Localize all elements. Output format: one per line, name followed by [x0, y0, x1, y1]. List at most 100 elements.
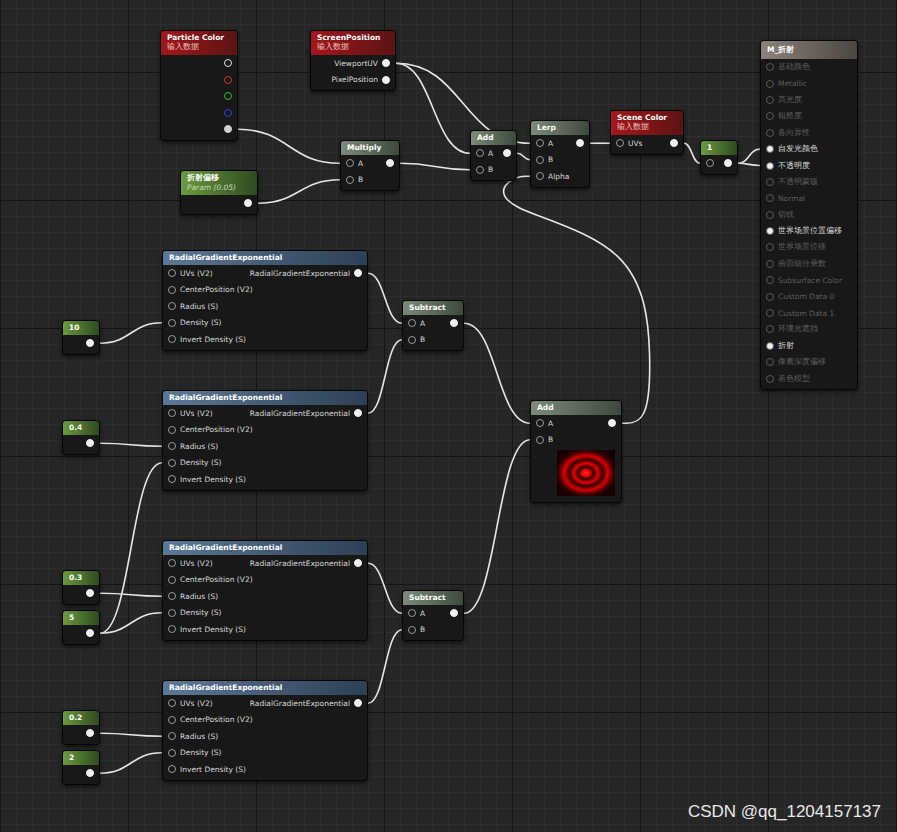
- pin-cell: CenterPosition (V2): [168, 425, 253, 434]
- pin-row: Metallic: [761, 75, 857, 91]
- pin: [706, 159, 714, 167]
- node-header: ScreenPosition输入数据: [311, 31, 395, 55]
- pin-row: B: [531, 432, 621, 449]
- pin-label: Density (S): [180, 318, 222, 327]
- pin-label: B: [420, 625, 425, 634]
- pin: [766, 112, 774, 120]
- pin: [224, 125, 232, 133]
- pin-cell: ViewportUV: [334, 59, 390, 68]
- pin-cell: 像素深度偏移: [766, 357, 826, 367]
- pin-label: RadialGradientExponential: [250, 559, 350, 568]
- wire: [368, 273, 402, 323]
- node-header: Multiply: [341, 141, 399, 155]
- pin-row: B: [471, 162, 516, 179]
- pin-cell: UVs (V2): [168, 409, 213, 418]
- node-header: 1: [701, 141, 737, 155]
- pin-cell: A: [476, 149, 493, 158]
- pin: [766, 194, 774, 202]
- input-node: Particle Color输入数据: [160, 30, 238, 141]
- pin-cell: 折射: [766, 341, 794, 351]
- pin-label: Density (S): [180, 458, 222, 467]
- pin: [766, 178, 774, 186]
- wire: [517, 153, 530, 160]
- pin-cell: 曲面细分乘数: [766, 259, 826, 269]
- pin-cell: [503, 149, 511, 157]
- wire: [738, 149, 760, 163]
- pin: [724, 159, 732, 167]
- constant-node: 10: [62, 320, 100, 355]
- pin: [244, 199, 252, 207]
- pin-row: Density (S): [163, 605, 367, 622]
- pin-row: Invert Density (S): [163, 471, 367, 488]
- pin-label: UVs: [628, 139, 643, 148]
- pin-row: 折射: [761, 338, 857, 354]
- node-header: Lerp: [531, 121, 589, 135]
- node-title: 0.3: [69, 573, 93, 582]
- pin: [224, 109, 232, 117]
- pin: [168, 286, 176, 294]
- pin: [536, 156, 544, 164]
- pin-label: Density (S): [180, 608, 222, 617]
- pin: [450, 319, 458, 327]
- node-title: Multiply: [347, 143, 393, 152]
- wire: [464, 323, 530, 423]
- pin-row: 像素深度偏移: [761, 354, 857, 370]
- pin-cell: Metallic: [766, 79, 807, 88]
- pin-cell: 高光度: [766, 95, 802, 105]
- pin-row: Invert Density (S): [163, 621, 367, 638]
- pin-label: CenterPosition (V2): [180, 425, 253, 434]
- node-title: Lerp: [537, 123, 583, 132]
- pin: [168, 699, 176, 707]
- pin-row: 切线: [761, 207, 857, 223]
- pin-cell: A: [408, 319, 425, 328]
- pin: [766, 129, 774, 137]
- pin-row: ViewportUV: [311, 55, 395, 72]
- pin: [224, 92, 232, 100]
- wire: [738, 163, 760, 165]
- function-node: RadialGradientExponentialUVs (V2)RadialG…: [162, 390, 368, 491]
- pin-label: CenterPosition (V2): [180, 285, 253, 294]
- pin-cell: B: [536, 435, 553, 444]
- pin: [766, 342, 774, 350]
- pin-cell: UVs (V2): [168, 269, 213, 278]
- pin-cell: 粗糙度: [766, 111, 802, 121]
- constant-node: 2: [62, 750, 100, 785]
- pin-label: 高光度: [778, 95, 802, 105]
- pin-row: CenterPosition (V2): [163, 282, 367, 299]
- pin-cell: Radius (S): [168, 442, 218, 451]
- pin: [408, 626, 416, 634]
- pin: [86, 769, 94, 777]
- pin-row: A: [341, 155, 399, 172]
- pin: [354, 409, 362, 417]
- pin-label: 不透明蒙版: [778, 177, 818, 187]
- pin-label: 环境光遮挡: [778, 324, 818, 334]
- wire: [100, 443, 162, 446]
- pin-label: 世界场景位移: [778, 242, 826, 252]
- pin: [168, 459, 176, 467]
- node-title: Scene Color: [617, 113, 677, 122]
- pin-row: 着色模型: [761, 370, 857, 386]
- pin-cell: Radius (S): [168, 732, 218, 741]
- pin: [766, 293, 774, 301]
- pin-cell: Density (S): [168, 458, 222, 467]
- pin-cell: RadialGradientExponential: [250, 699, 362, 708]
- pin: [382, 76, 390, 84]
- pin-cell: UVs: [616, 139, 643, 148]
- pin-cell: [224, 109, 232, 117]
- constant-node: 0.3: [62, 570, 100, 605]
- pin-cell: A: [536, 419, 553, 428]
- pin-label: Custom Data 0: [778, 292, 834, 301]
- pin: [536, 172, 544, 180]
- pin-row: 曲面细分乘数: [761, 256, 857, 272]
- pin-row: Normal: [761, 190, 857, 206]
- pin-row: Density (S): [163, 315, 367, 332]
- pin: [408, 319, 416, 327]
- pin-label: B: [488, 165, 493, 174]
- pin-cell: A: [536, 139, 553, 148]
- pin-row: [161, 88, 237, 105]
- pin-cell: Radius (S): [168, 592, 218, 601]
- pin-label: B: [548, 155, 553, 164]
- pin-cell: [670, 139, 678, 147]
- pin-row: B: [403, 622, 463, 639]
- pin: [536, 419, 544, 427]
